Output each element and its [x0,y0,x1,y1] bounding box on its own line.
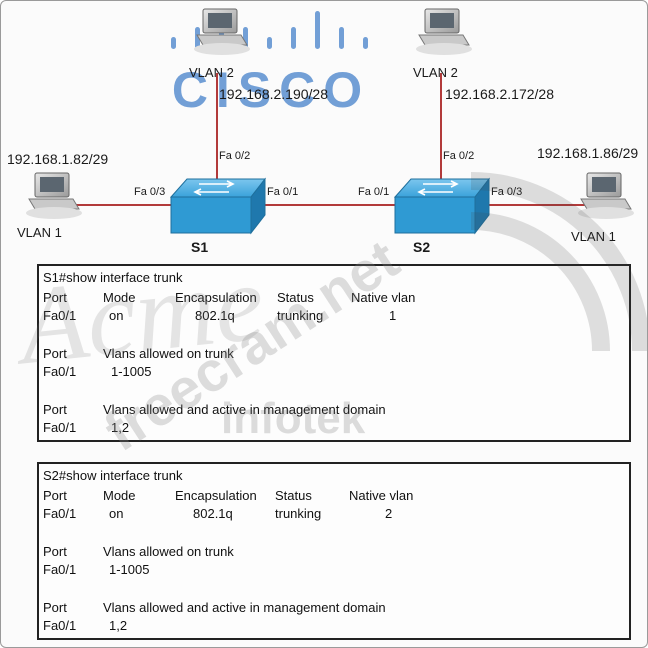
s1-row-mode: on [109,308,124,323]
host-s1-top-ip: 192.168.2.190/28 [219,86,328,102]
pc-icon [578,172,634,219]
s2-row-port: Fa0/1 [43,506,77,521]
s2-allowed-row-port: Fa0/1 [43,562,77,577]
pc-icon [194,8,250,55]
s1-port-left: Fa 0/3 [134,186,165,198]
switch-icon [393,177,491,235]
s1-row-native-vlan: 1 [389,308,397,323]
network-topology: CISCO [7,8,638,255]
pc-icon [416,8,472,55]
s1-row-status: trunking [277,308,324,323]
s1-header-encapsulation: Encapsulation [175,290,257,305]
s2-active-row-port: Fa0/1 [43,618,77,633]
s1-active-header-vlans: Vlans allowed and active in management d… [103,402,386,417]
s1-header-port: Port [43,290,67,305]
s1-command: S1#show interface trunk [43,270,183,285]
s2-header-port: Port [43,488,67,503]
host-left-ip: 192.168.1.82/29 [7,151,108,167]
host-s2-top-ip: 192.168.2.172/28 [445,86,554,102]
switch-s2-label: S2 [413,239,430,255]
s1-allowed-header-vlans: Vlans allowed on trunk [103,346,234,361]
switch-s1-label: S1 [191,239,208,255]
s1-header-mode: Mode [103,290,136,305]
s2-allowed-header-port: Port [43,544,67,559]
s2-row-native-vlan: 2 [385,506,393,521]
s1-allowed-row-vlans: 1-1005 [111,364,152,379]
s2-port-top: Fa 0/2 [443,150,474,162]
s2-port-left: Fa 0/1 [358,186,389,198]
s1-allowed-row-port: Fa0/1 [43,364,77,379]
s1-row-port: Fa0/1 [43,308,77,323]
pc-icon [26,172,82,219]
s2-trunk-output: S2#show interface trunk Port Mode Encaps… [37,462,631,640]
s2-row-encapsulation: 802.1q [193,506,233,521]
links [65,73,589,206]
s1-allowed-header-port: Port [43,346,67,361]
s1-port-right: Fa 0/1 [267,186,298,198]
s1-row-encapsulation: 802.1q [195,308,235,323]
s2-command: S2#show interface trunk [43,468,183,483]
host-left-vlan: VLAN 1 [17,225,62,240]
s2-header-status: Status [275,488,312,503]
s2-active-header-vlans: Vlans allowed and active in management d… [103,600,386,615]
s1-header-native-vlan: Native vlan [351,290,416,305]
s1-active-row-vlans: 1,2 [111,420,130,435]
s2-row-mode: on [109,506,124,521]
s2-row-status: trunking [275,506,322,521]
s2-allowed-row-vlans: 1-1005 [109,562,150,577]
s2-header-mode: Mode [103,488,136,503]
s2-active-row-vlans: 1,2 [109,618,128,633]
cisco-logo-text: CISCO [172,62,370,118]
s2-header-encapsulation: Encapsulation [175,488,257,503]
host-s2-top-vlan: VLAN 2 [413,65,458,80]
s1-trunk-output: S1#show interface trunk Port Mode Encaps… [37,264,631,442]
s1-port-top: Fa 0/2 [219,150,250,162]
s1-active-row-port: Fa0/1 [43,420,77,435]
host-s1-top-vlan: VLAN 2 [189,65,234,80]
s2-allowed-header-vlans: Vlans allowed on trunk [103,544,234,559]
s1-active-header-port: Port [43,402,67,417]
s2-active-header-port: Port [43,600,67,615]
switch-icon [169,177,267,235]
s2-port-right: Fa 0/3 [491,186,522,198]
host-right-ip: 192.168.1.86/29 [537,145,638,161]
s2-header-native-vlan: Native vlan [349,488,414,503]
host-right-vlan: VLAN 1 [571,229,616,244]
s1-header-status: Status [277,290,314,305]
